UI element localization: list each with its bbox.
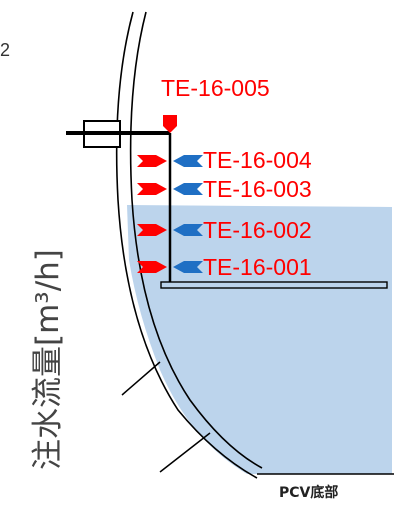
- pcv-wall-outer: [115, 11, 258, 479]
- sensor-marker-te-16-005: [163, 115, 177, 133]
- sensor-label-te-16-001: TE-16-001: [203, 254, 312, 280]
- sensor-marker-red-te-16-003: [137, 183, 167, 195]
- sensor-marker-blue-te-16-003: [173, 183, 203, 195]
- sensor-label-te-16-003: TE-16-003: [203, 176, 312, 202]
- sensor-marker-blue-te-16-004: [173, 155, 203, 167]
- sensor-marker-blue-te-16-002: [173, 224, 203, 236]
- support-line-upper: [121, 361, 161, 396]
- grating: [160, 281, 388, 289]
- sensor-markers: [137, 155, 203, 273]
- sensor-label-te-16-002: TE-16-002: [203, 217, 312, 243]
- sensor-marker-red-te-16-004: [137, 155, 167, 167]
- water-fill: [127, 205, 392, 474]
- support-line-lower: [159, 432, 211, 473]
- page-number: 2: [0, 40, 11, 60]
- sensor-marker-red-te-16-001: [137, 261, 167, 273]
- sensor-marker-blue-te-16-001: [173, 261, 203, 273]
- pcv-wall-inner: [129, 11, 263, 469]
- sensor-label-te-16-005: TE-16-005: [161, 75, 270, 101]
- sensor-label-te-16-004: TE-16-004: [203, 147, 312, 173]
- sensor-marker-red-te-16-002: [137, 224, 167, 236]
- flow-rate-axis-label: 注水流量[m³/h]: [30, 249, 66, 470]
- pcv-floor-label: PCV底部: [279, 485, 339, 501]
